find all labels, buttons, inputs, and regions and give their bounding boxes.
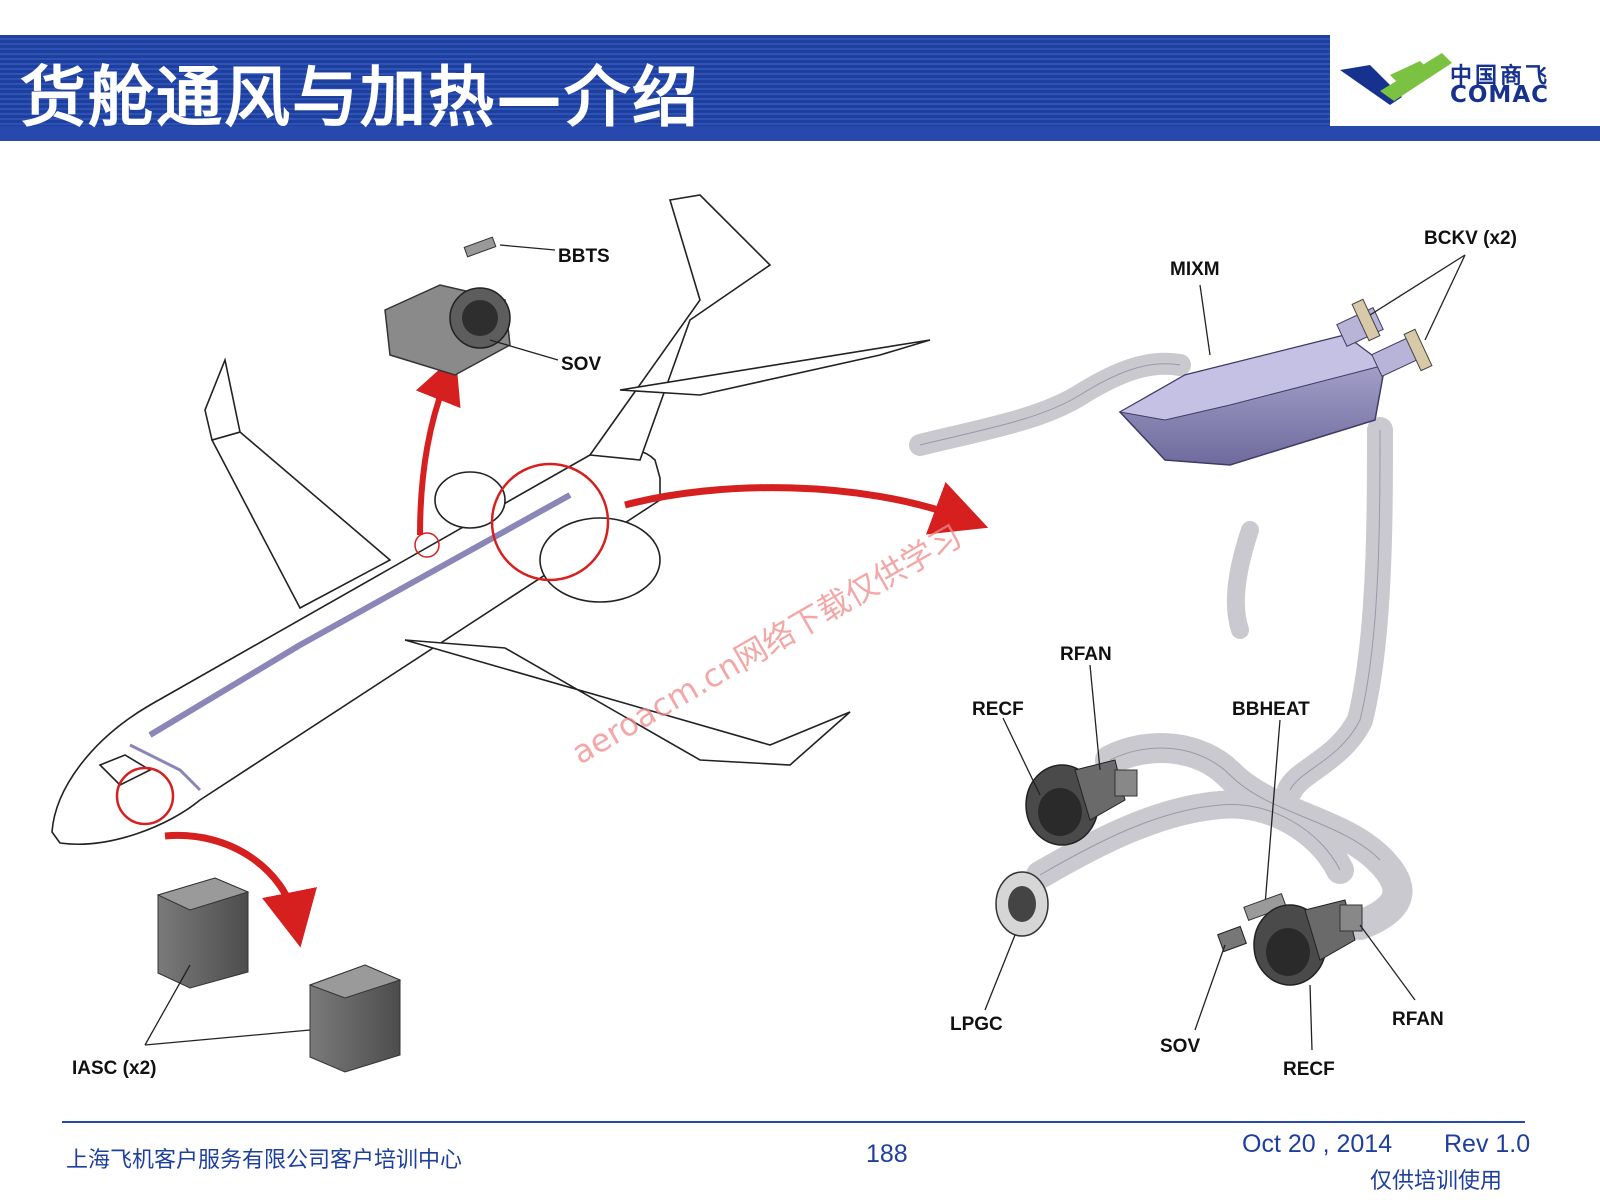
- leader-rfan-top: [1089, 664, 1101, 771]
- logo-area: [1330, 35, 1600, 126]
- leader-bckv-1: [1369, 254, 1466, 316]
- sov-bottom-unit: [1217, 925, 1247, 953]
- label-recf-bottom: RECF: [1283, 1059, 1335, 1080]
- mixm-unit: [1118, 298, 1433, 466]
- aircraft-duct-branch: [129, 743, 202, 792]
- footer-note: 仅供培训使用: [1370, 1169, 1503, 1194]
- footer-rule: [62, 1121, 1525, 1123]
- leader-sov-top: [489, 339, 559, 361]
- leader-bbts: [499, 244, 556, 251]
- footer-page-number: 188: [866, 1140, 908, 1168]
- arrow-to-iasc: [164, 831, 317, 948]
- header-rule: [0, 126, 1600, 141]
- leader-rfan-bottom: [1359, 924, 1416, 1001]
- leader-lpgc: [984, 934, 1016, 1011]
- leader-bbheat: [1264, 719, 1281, 906]
- iasc-units: [156, 877, 402, 1073]
- leader-iasc-1: [144, 964, 191, 1046]
- label-mixm: MIXM: [1170, 259, 1220, 280]
- footer-date: Oct 20 , 2014: [1242, 1130, 1393, 1158]
- footer-company: 上海飞机客户服务有限公司客户培训中心: [66, 1148, 463, 1173]
- recf-rfan-top: [1025, 759, 1138, 846]
- callout-circle-front: [115, 766, 175, 826]
- lpgc-unit: [995, 871, 1049, 937]
- callout-circle-mid: [490, 462, 610, 582]
- arrow-to-mixm-assembly: [624, 481, 989, 535]
- footer-revision: Rev 1.0: [1444, 1130, 1531, 1158]
- sov-bbts-component: [384, 236, 511, 376]
- label-sov-bottom: SOV: [1160, 1036, 1200, 1057]
- header-bar: [0, 35, 1330, 141]
- aircraft-duct: [148, 492, 572, 738]
- page-title: 货舱通风与加热—介绍: [20, 59, 700, 136]
- leader-bckv-2: [1424, 254, 1466, 341]
- comac-logo-icon: [1340, 53, 1452, 105]
- label-lpgc: LPGC: [950, 1014, 1003, 1035]
- logo-text-cn: 中国商飞: [1450, 64, 1551, 89]
- label-sov-top: SOV: [561, 354, 601, 375]
- label-bckv: BCKV (x2): [1424, 228, 1517, 249]
- recf-rfan-bottom: [1253, 899, 1363, 986]
- label-rfan-bottom: RFAN: [1392, 1009, 1444, 1030]
- cargo-ventilation-diagram: BBTS SOV IASC (x2) MIXM BCKV (x2): [51, 194, 1517, 1080]
- arrow-to-bbts-sov: [415, 354, 461, 536]
- label-iasc: IASC (x2): [72, 1058, 156, 1079]
- leader-iasc-2: [144, 1029, 311, 1046]
- label-bbheat: BBHEAT: [1232, 699, 1310, 720]
- leader-mixm: [1199, 284, 1211, 356]
- duct-assembly-outline: [919, 363, 1381, 876]
- callout-circle-small: [414, 532, 440, 558]
- leader-recf-top: [1002, 717, 1041, 796]
- leader-sov-bottom: [1194, 944, 1226, 1031]
- label-recf-top: RECF: [972, 699, 1024, 720]
- label-rfan-top: RFAN: [1060, 644, 1112, 665]
- leader-recf-bottom: [1309, 984, 1313, 1051]
- aircraft-outline: [51, 194, 931, 845]
- label-bbts: BBTS: [558, 246, 610, 267]
- logo-text-en: COMAC: [1450, 82, 1549, 108]
